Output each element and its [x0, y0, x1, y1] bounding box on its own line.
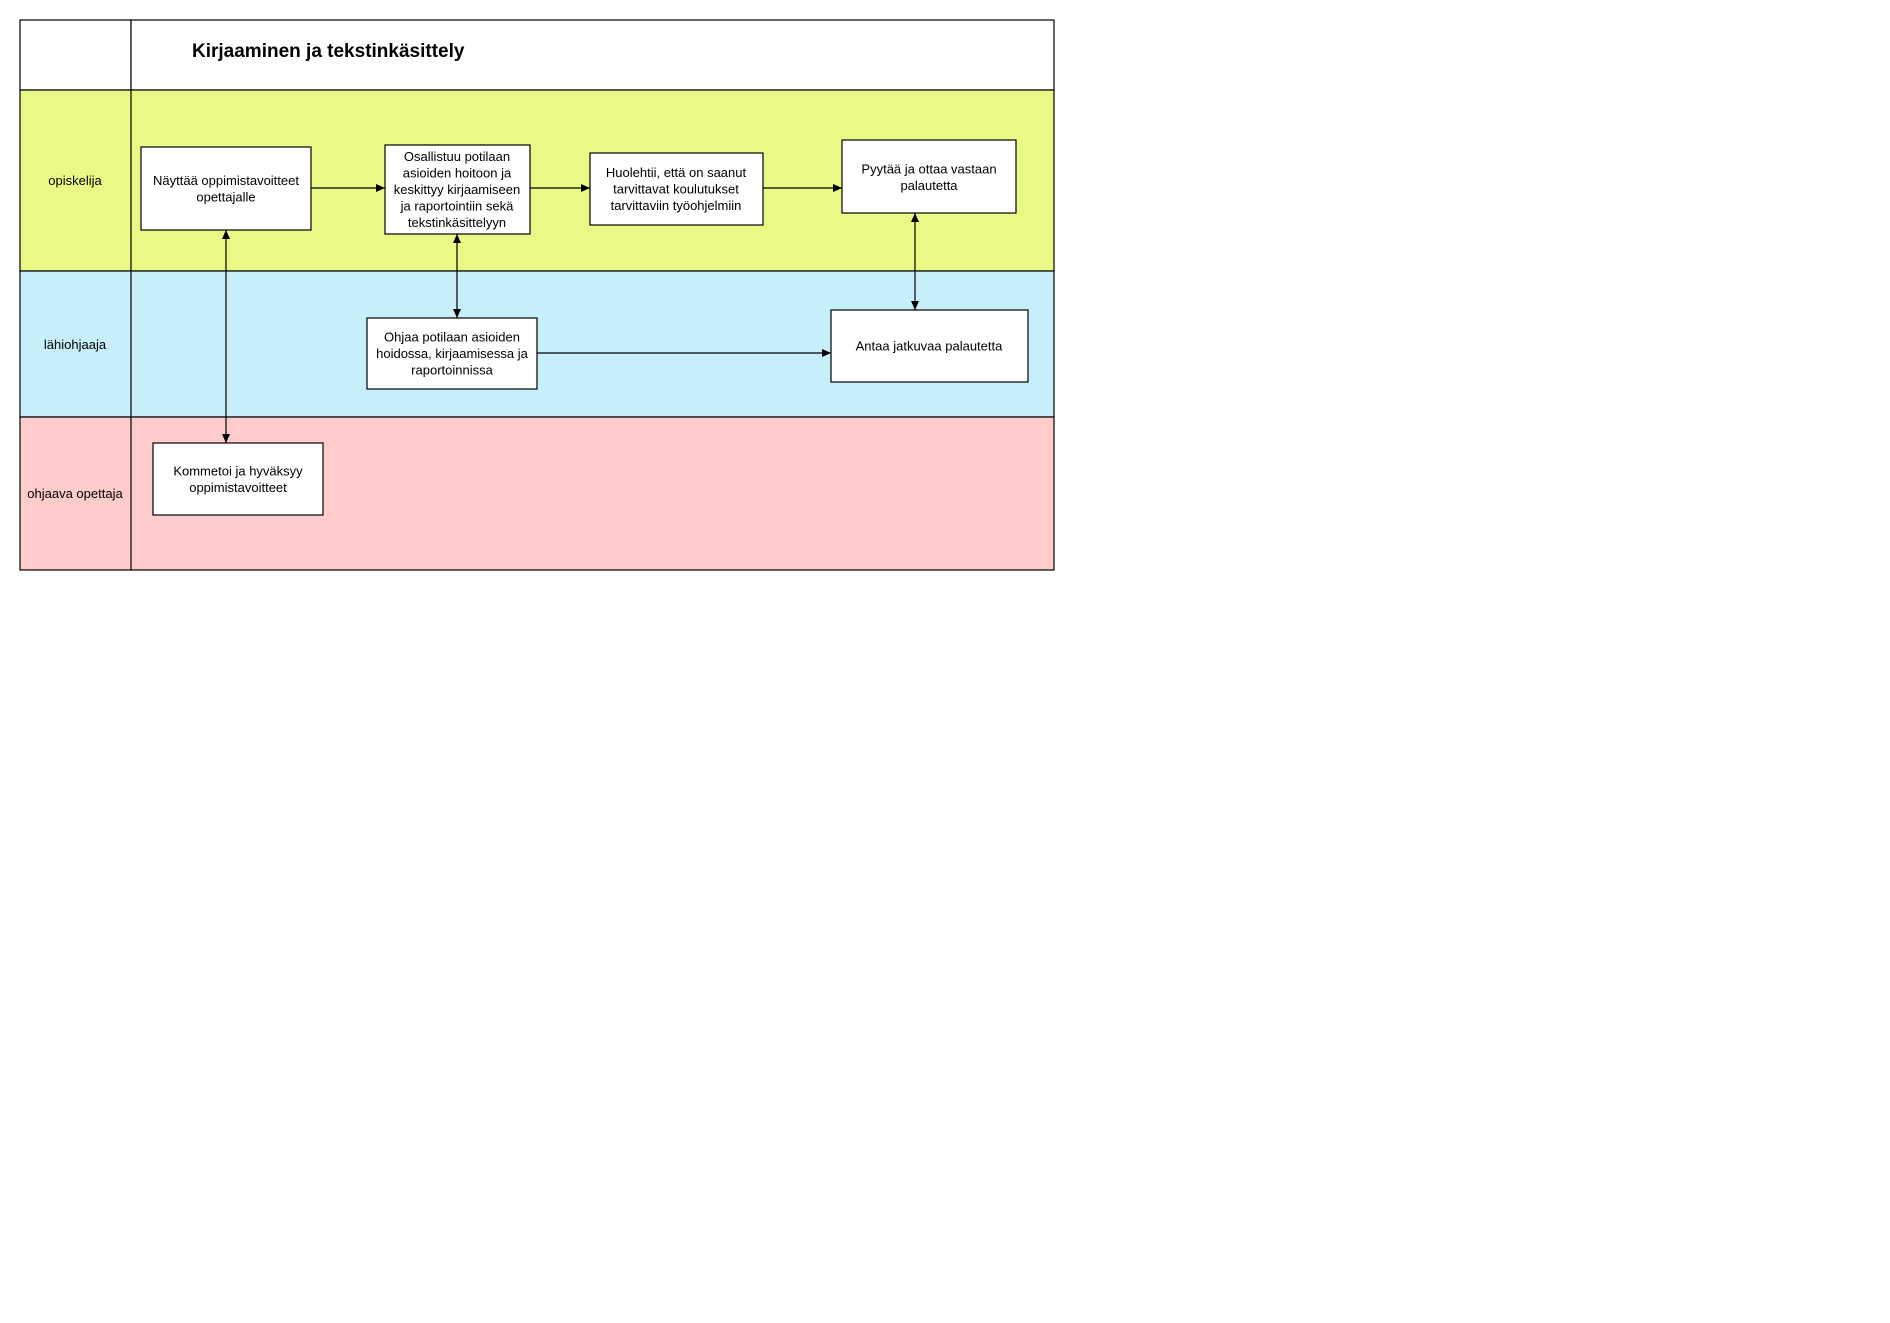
box-text-line: hoidossa, kirjaamisessa ja: [376, 346, 529, 361]
box-text-line: tarvittavat koulutukset: [613, 182, 739, 197]
box-text-line: Näyttää oppimistavoitteet: [153, 173, 299, 188]
box-text-line: ja raportointiin sekä: [400, 199, 514, 214]
box-text-line: keskittyy kirjaamiseen: [394, 182, 520, 197]
box-pyytaa: Pyytää ja ottaa vastaan palautetta: [841, 139, 1017, 214]
box-text-line: Huolehtii, että on saanut: [606, 165, 747, 180]
box-text-line: Ohjaa potilaan asioiden: [384, 330, 520, 345]
lane-label-ohjaava-opettaja: ohjaava opettaja: [27, 486, 123, 501]
diagram-title: Kirjaaminen ja tekstinkäsittely: [192, 41, 465, 62]
lane-label-lahiohjaaja: lähiohjaaja: [44, 337, 107, 352]
svg-text:Antaa jatkuvaa palautetta: Antaa jatkuvaa palautetta: [856, 339, 1003, 354]
box-text-line: asioiden hoitoon ja: [403, 166, 512, 181]
box-huolehtii: Huolehtii, että on saanut tarvittavat kou…: [589, 152, 764, 226]
box-text-line: tarvittaviin työohjelmiin: [611, 198, 742, 213]
box-text-line: tekstinkäsittelyyn: [408, 215, 506, 230]
box-text-line: palautetta: [900, 178, 958, 193]
box-text-line: opettajalle: [196, 189, 255, 204]
box-kommetoi: Kommetoi ja hyväksyy oppimistavoitteet: [152, 442, 324, 516]
header-title-cell: [130, 19, 1055, 91]
box-text-line: raportoinnissa: [411, 363, 493, 378]
box-text-line: Osallistuu potilaan: [404, 149, 510, 164]
header-label-cell: [19, 19, 132, 91]
header-row: Kirjaaminen ja tekstinkäsittely: [19, 19, 1055, 91]
box-antaa: Antaa jatkuvaa palautetta: [830, 309, 1029, 383]
box-text-line: Pyytää ja ottaa vastaan: [861, 161, 996, 176]
box-text-line: Kommetoi ja hyväksyy: [173, 463, 303, 478]
lane-label-opiskelija: opiskelija: [48, 173, 102, 188]
connectors: [222, 184, 919, 443]
box-text-line: oppimistavoitteet: [189, 480, 287, 495]
box-text-line: Antaa jatkuvaa palautetta: [856, 339, 1003, 354]
